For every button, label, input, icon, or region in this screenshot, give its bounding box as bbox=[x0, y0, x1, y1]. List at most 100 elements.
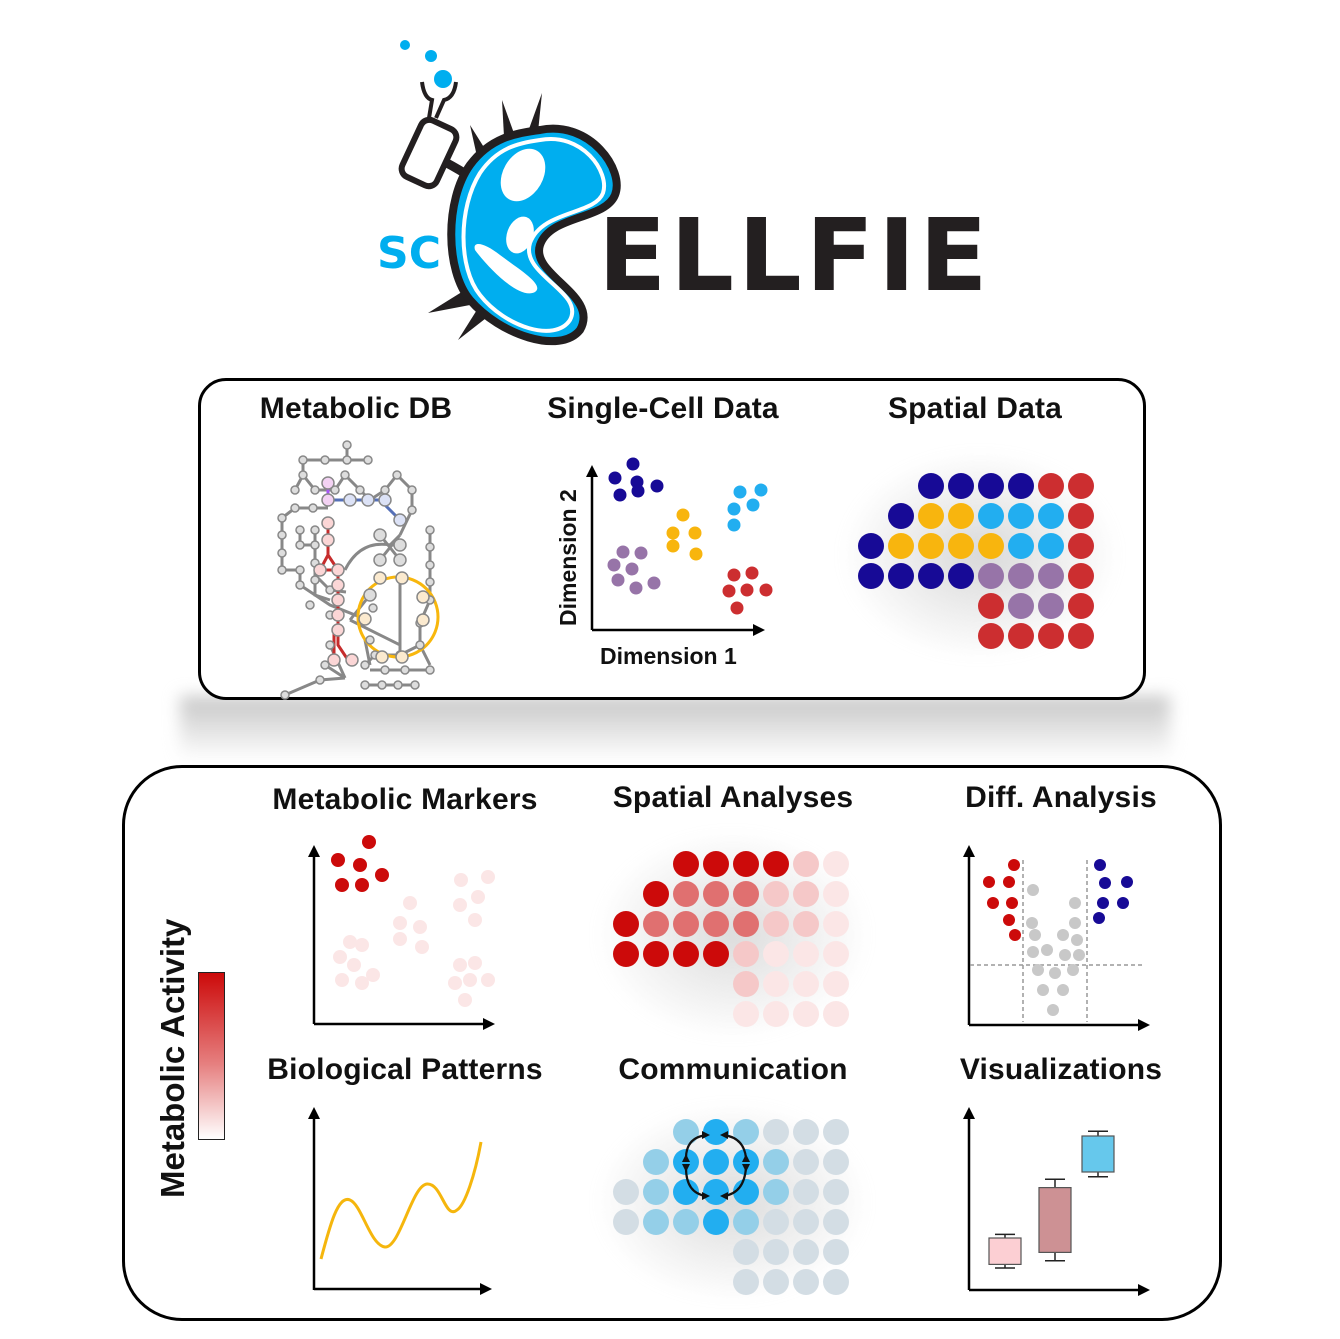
communication-spot-dot bbox=[823, 1179, 849, 1205]
spatial-spot-dot bbox=[1008, 503, 1034, 529]
communication-grid bbox=[613, 1119, 849, 1295]
boxplot-box bbox=[1081, 1130, 1115, 1178]
spatial-analyses-grid bbox=[613, 851, 849, 1027]
spatial-analysis-spot-dot bbox=[643, 941, 669, 967]
spatial-analysis-spot-dot bbox=[793, 971, 819, 997]
communication-spot-dot bbox=[703, 1179, 729, 1205]
spatial-spot-dot bbox=[1038, 563, 1064, 589]
spatial-spot-dot bbox=[948, 473, 974, 499]
volcano-point-ns bbox=[1067, 964, 1079, 976]
spatial-analysis-spot-dot bbox=[763, 1001, 789, 1027]
spatial-data-grid bbox=[858, 473, 1094, 649]
communication-spot-dot bbox=[793, 1209, 819, 1235]
spatial-analysis-spot-dot bbox=[823, 881, 849, 907]
communication-arrows-icon bbox=[684, 1133, 748, 1198]
spatial-spot-dot bbox=[1008, 623, 1034, 649]
volcano-point-ns bbox=[1073, 949, 1085, 961]
panel-title-metabolic-markers: Metabolic Markers bbox=[272, 783, 538, 816]
volcano-point-ns bbox=[1071, 934, 1083, 946]
cell-point bbox=[676, 508, 690, 522]
spatial-analysis-spot-dot bbox=[763, 851, 789, 877]
metabolic-activity-colorbar bbox=[198, 972, 225, 1140]
spatial-analysis-spot-dot bbox=[613, 941, 639, 967]
spatial-spot-dot bbox=[858, 533, 884, 559]
spatial-spot-dot bbox=[978, 623, 1004, 649]
marker-point-low bbox=[415, 940, 429, 954]
communication-spot-dot bbox=[763, 1149, 789, 1175]
cell-point bbox=[740, 583, 754, 597]
volcano-point-ns bbox=[1027, 946, 1039, 958]
marker-point-high bbox=[331, 853, 345, 867]
spatial-spot-dot bbox=[1038, 533, 1064, 559]
panel-title-diff-analysis: Diff. Analysis bbox=[965, 781, 1157, 814]
communication-spot-dot bbox=[643, 1149, 669, 1175]
marker-point-low bbox=[458, 993, 472, 1007]
volcano-point-ns bbox=[1057, 984, 1069, 996]
volcano-point-down bbox=[1003, 876, 1015, 888]
spatial-analysis-spot-dot bbox=[763, 911, 789, 937]
spatial-spot-dot bbox=[1038, 623, 1064, 649]
communication-spot-dot bbox=[823, 1119, 849, 1145]
communication-spot-dot bbox=[673, 1119, 699, 1145]
spatial-analysis-spot-dot bbox=[673, 881, 699, 907]
volcano-point-down bbox=[1008, 859, 1020, 871]
communication-spot-dot bbox=[733, 1269, 759, 1295]
communication-spot-dot bbox=[643, 1209, 669, 1235]
marker-point-low bbox=[468, 913, 482, 927]
spatial-analysis-spot-dot bbox=[673, 941, 699, 967]
volcano-point-ns bbox=[1041, 944, 1053, 956]
spatial-analysis-spot-dot bbox=[823, 971, 849, 997]
spatial-analysis-spot-dot bbox=[673, 851, 699, 877]
communication-spot-dot bbox=[823, 1209, 849, 1235]
x-axis-arrow-icon bbox=[1138, 1019, 1150, 1031]
spatial-spot-dot bbox=[978, 563, 1004, 589]
spatial-analysis-spot-dot bbox=[793, 911, 819, 937]
communication-spot-dot bbox=[763, 1179, 789, 1205]
logo-prefix: SC bbox=[377, 228, 441, 279]
marker-point-low bbox=[355, 938, 369, 952]
cell-point bbox=[730, 601, 744, 615]
marker-point-low bbox=[343, 935, 357, 949]
spatial-analysis-spot-dot bbox=[823, 911, 849, 937]
volcano-point-ns bbox=[1049, 967, 1061, 979]
communication-spot-dot bbox=[733, 1179, 759, 1205]
spatial-analysis-spot-dot bbox=[823, 941, 849, 967]
marker-point-low bbox=[453, 898, 467, 912]
spatial-analysis-spot-dot bbox=[763, 971, 789, 997]
communication-spot-dot bbox=[793, 1149, 819, 1175]
spatial-spot-dot bbox=[948, 563, 974, 589]
marker-point-high bbox=[355, 878, 369, 892]
communication-spot-dot bbox=[823, 1269, 849, 1295]
logo-word: ELLFIE bbox=[598, 197, 992, 314]
marker-point-low bbox=[481, 870, 495, 884]
metabolic-markers-scatter bbox=[308, 835, 495, 1030]
marker-point-low bbox=[403, 896, 417, 910]
spatial-analysis-spot-dot bbox=[613, 911, 639, 937]
volcano-point-ns bbox=[1069, 897, 1081, 909]
marker-point-low bbox=[393, 932, 407, 946]
communication-spot-dot bbox=[613, 1179, 639, 1205]
spatial-analysis-spot-dot bbox=[733, 1001, 759, 1027]
arrowheads-icon bbox=[682, 1131, 750, 1200]
spatial-spot-dot bbox=[888, 503, 914, 529]
volcano-point-up bbox=[1093, 912, 1105, 924]
volcano-point-up bbox=[1094, 859, 1106, 871]
scellfie-logo: SC ELLFIE bbox=[377, 40, 988, 346]
marker-point-low bbox=[453, 958, 467, 972]
panel-title-metabolic-db: Metabolic DB bbox=[259, 392, 453, 425]
communication-spot-dot bbox=[763, 1269, 789, 1295]
y-axis-arrow-icon bbox=[963, 845, 975, 857]
spatial-spot-dot bbox=[1068, 503, 1094, 529]
cell-point bbox=[759, 583, 773, 597]
x-axis-arrow-icon bbox=[753, 624, 765, 636]
spatial-analysis-spot-dot bbox=[733, 911, 759, 937]
volcano-point-ns bbox=[1026, 917, 1038, 929]
cell-point bbox=[727, 518, 741, 532]
marker-point-high bbox=[375, 868, 389, 882]
spatial-spot-dot bbox=[1038, 503, 1064, 529]
spatial-analysis-spot-dot bbox=[643, 881, 669, 907]
volcano-point-down bbox=[1006, 897, 1018, 909]
spatial-spot-dot bbox=[918, 533, 944, 559]
cell-point bbox=[689, 547, 703, 561]
cell-point bbox=[733, 485, 747, 499]
